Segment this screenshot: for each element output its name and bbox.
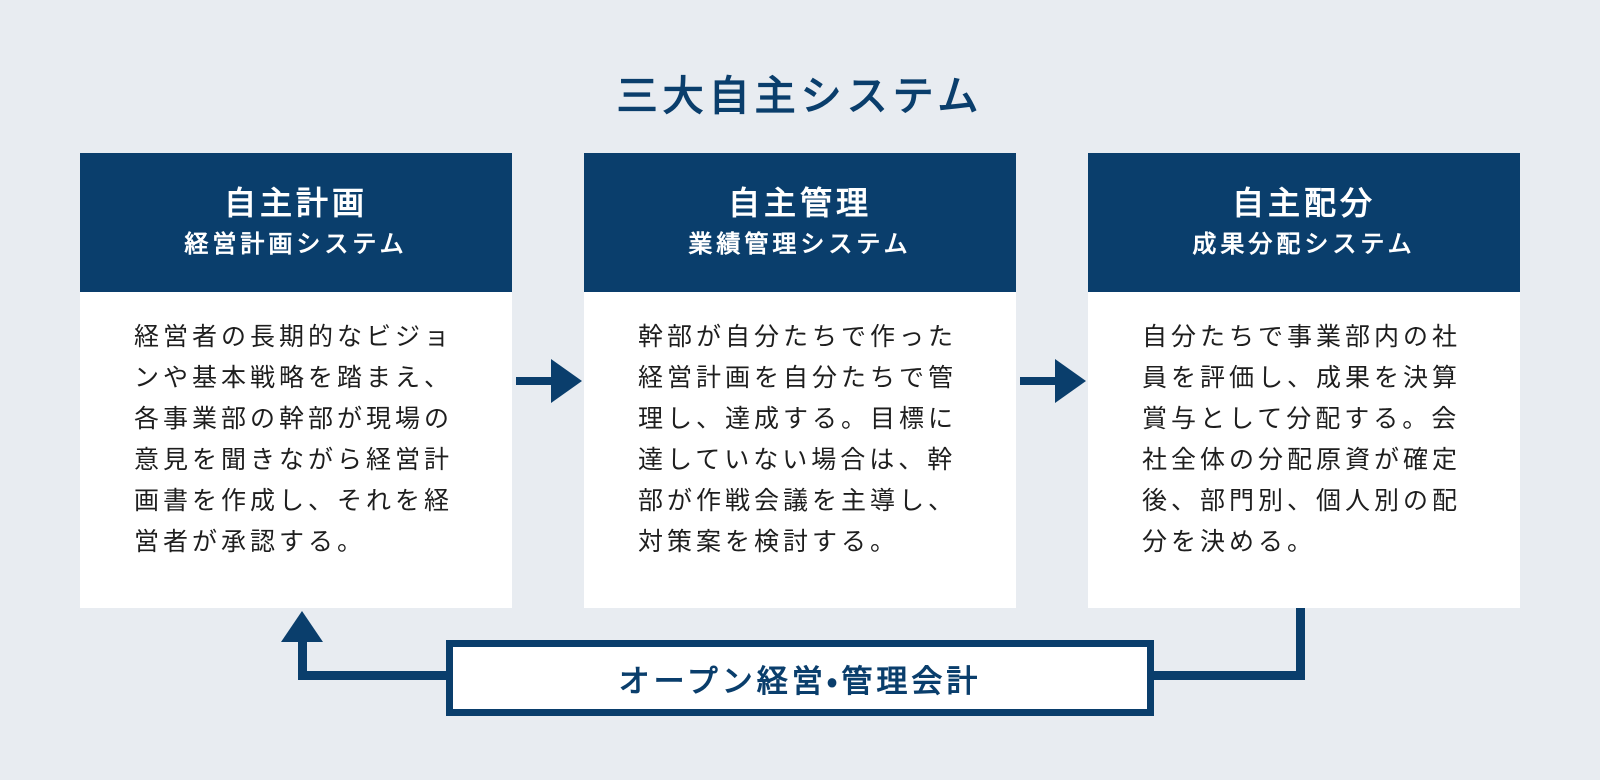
arrow-head xyxy=(1055,359,1086,403)
arrow-shaft xyxy=(1020,377,1058,385)
card-autonomous-management-description: 幹部が自分たちで作った経営計画を自分たちで管理し、達成する。目標に達していない場… xyxy=(638,323,958,556)
open-management-accounting-label: オープン経営・管理会計 xyxy=(618,663,982,699)
up-arrow-shaft xyxy=(298,640,307,680)
card-autonomous-planning-description: 経営者の長期的なビジョンや基本戦略を踏まえ、各事業部の幹部が現場の意見を聞きなが… xyxy=(134,323,454,556)
feedback-connector-horizontal-right xyxy=(1152,671,1305,680)
card-autonomous-distribution-title: 自主配分 xyxy=(1231,185,1376,222)
card-autonomous-planning-subtitle: 経営計画システム xyxy=(184,231,408,259)
card-autonomous-planning-header: 自主計画 経営計画システム xyxy=(80,153,512,292)
feedback-connector-vertical-right xyxy=(1296,608,1305,680)
arrow-shaft xyxy=(516,377,554,385)
diagram-title: 三大自主システム xyxy=(616,73,984,119)
card-autonomous-management: 自主管理 業績管理システム 幹部が自分たちで作った経営計画を自分たちで管理し、達… xyxy=(584,153,1016,608)
card-autonomous-management-title: 自主管理 xyxy=(727,185,872,222)
card-autonomous-planning: 自主計画 経営計画システム 経営者の長期的なビジョンや基本戦略を踏まえ、各事業部… xyxy=(80,153,512,608)
card-autonomous-management-header: 自主管理 業績管理システム xyxy=(584,153,1016,292)
right-arrow-icon-card2-to-card3 xyxy=(1020,359,1086,403)
card-autonomous-management-subtitle: 業績管理システム xyxy=(688,231,912,259)
right-arrow-icon-card1-to-card2 xyxy=(516,359,582,403)
card-autonomous-distribution-subtitle: 成果分配システム xyxy=(1192,231,1416,259)
up-arrow-icon xyxy=(281,611,323,642)
card-autonomous-distribution-description: 自分たちで事業部内の社員を評価し、成果を決算賞与として分配する。会社全体の分配原… xyxy=(1142,323,1462,556)
card-autonomous-distribution-header: 自主配分 成果分配システム xyxy=(1088,153,1520,292)
card-autonomous-distribution: 自主配分 成果分配システム 自分たちで事業部内の社員を評価し、成果を決算賞与とし… xyxy=(1088,153,1520,608)
open-management-accounting-box: オープン経営・管理会計 xyxy=(446,640,1154,716)
feedback-connector-horizontal-left xyxy=(298,671,448,680)
arrow-head xyxy=(551,359,582,403)
card-autonomous-planning-title: 自主計画 xyxy=(223,185,368,222)
